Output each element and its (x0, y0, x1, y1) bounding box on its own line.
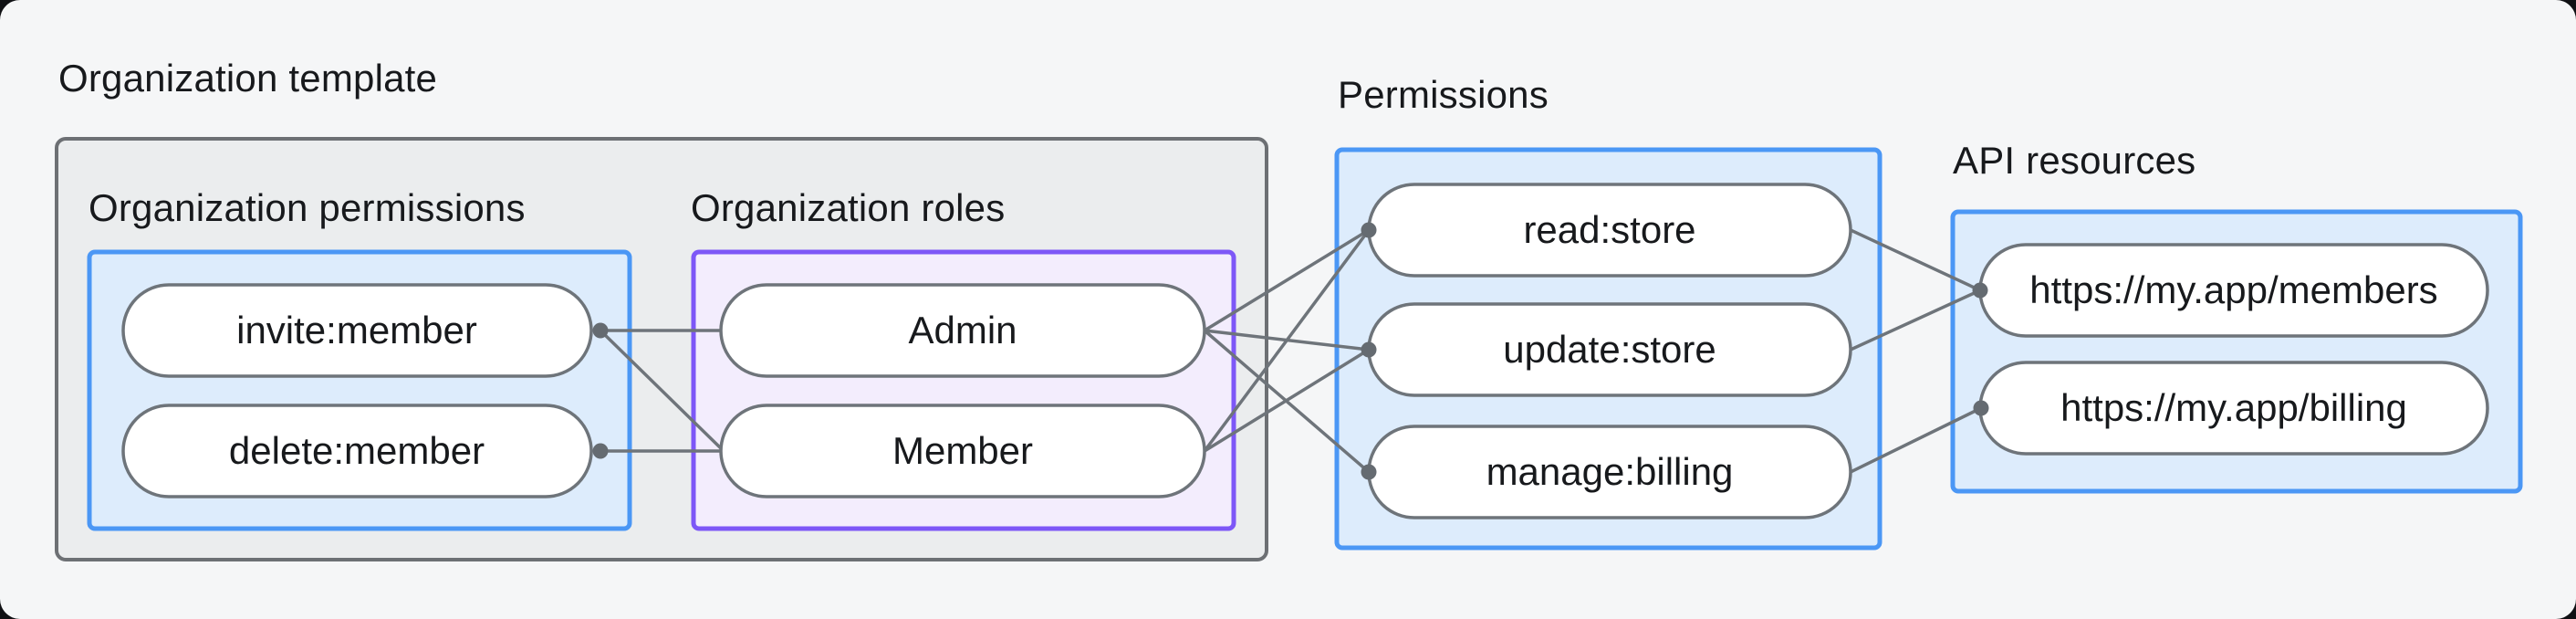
node-invite-member: invite:member (121, 283, 593, 378)
org-permissions-title: Organization permissions (89, 186, 526, 229)
edge-member-to-update-store (1204, 348, 1370, 453)
node-billing-api: https://my.app/billing (1978, 361, 2489, 456)
org-roles-title: Organization roles (691, 186, 1005, 229)
node-delete-member-label: delete:member (229, 429, 485, 472)
connector-dot-billing-api (1973, 400, 1989, 416)
node-members-api: https://my.app/members (1978, 243, 2489, 338)
node-update-store: update:store (1367, 302, 1852, 397)
edge-read-store-to-members-api (1850, 228, 1981, 292)
node-invite-member-label: invite:member (236, 309, 477, 351)
node-billing-api-label: https://my.app/billing (2060, 386, 2407, 429)
connector-dot-manage-billing (1361, 464, 1377, 480)
connector-dots (592, 222, 1989, 480)
node-member-pill (719, 404, 1206, 498)
permissions-title: Permissions (1338, 73, 1549, 116)
edge-admin-to-read-store (1204, 228, 1370, 332)
node-read-store: read:store (1367, 183, 1852, 278)
edge-member-to-read-store (1203, 228, 1371, 453)
connector-dot-read-store (1361, 222, 1377, 238)
connector-dot-members-api (1972, 282, 1988, 299)
node-manage-billing-label: manage:billing (1486, 450, 1734, 493)
connector-dot-update-store (1361, 341, 1377, 358)
node-update-store-label: update:store (1503, 328, 1716, 371)
node-admin-pill (719, 283, 1206, 378)
node-admin: Admin (719, 283, 1206, 378)
edges (599, 228, 1982, 474)
org-template-title: Organization template (58, 57, 437, 100)
node-manage-billing: manage:billing (1367, 425, 1852, 519)
node-delete-member: delete:member (121, 404, 593, 498)
node-member: Member (719, 404, 1206, 498)
connector-dot-invite-member (592, 322, 609, 339)
edge-update-store-to-members-api (1850, 289, 1981, 351)
edge-invite-member-to-member (599, 329, 725, 452)
node-invite-member-pill (121, 283, 593, 378)
node-member-label: Member (892, 429, 1033, 472)
node-admin-label: Admin (908, 309, 1017, 351)
node-members-api-label: https://my.app/members (2029, 268, 2437, 311)
api-resources-title: API resources (1953, 139, 2195, 182)
edge-manage-billing-to-billing-api (1850, 406, 1982, 474)
node-delete-member-pill (121, 404, 593, 498)
node-read-store-label: read:store (1523, 208, 1695, 251)
connector-dot-delete-member (592, 443, 609, 459)
